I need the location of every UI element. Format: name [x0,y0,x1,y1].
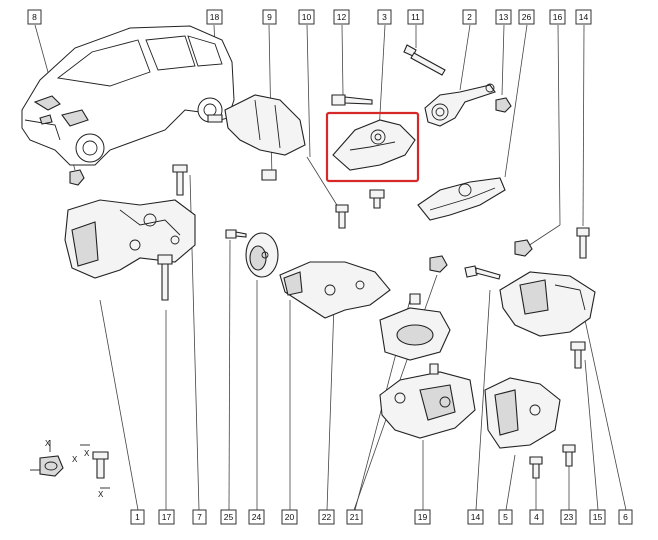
callout-18-label: 18 [210,12,220,22]
part-20-bracket [279,261,391,319]
part-4-bolt [529,456,543,479]
part-3-highlighted-bracket [332,119,416,209]
highlight-frame [325,111,420,183]
part-13-nut [495,97,512,113]
callout-11: 11 [407,9,424,25]
callout-14-top-label: 14 [579,12,589,22]
part-2-torque-rod [424,83,496,127]
callout-22-label: 22 [322,512,332,522]
callout-11-label: 11 [411,12,420,22]
callout-10-label: 10 [302,12,312,22]
detail-letter-4: X [98,490,104,499]
callout-20-label: 20 [285,512,295,522]
callout-13-label: 13 [499,12,509,22]
callout-14-top: 14 [575,9,592,25]
callout-15-label: 15 [593,512,603,522]
callout-24: 24 [248,509,265,525]
callout-21-label: 21 [350,512,360,522]
callout-3-label: 3 [382,12,387,22]
callout-2: 2 [462,9,477,25]
part-14-bolt-top [576,227,590,259]
callout-16-label: 16 [553,12,563,22]
callout-4: 4 [529,509,544,525]
callout-20: 20 [281,509,298,525]
callout-21: 21 [346,509,363,525]
part-16-nut [514,239,533,257]
callout-23-label: 23 [564,512,574,522]
part-8-nut [69,169,85,186]
part-12-bolt [331,94,373,106]
part-18-9-bracket [207,94,306,181]
detail-letter-2: X [72,455,78,464]
car-illustration [21,25,235,166]
part-11-bolt [403,44,446,76]
callout-8-label: 8 [32,12,37,22]
part-22-nut [429,255,448,273]
callout-1-label: 1 [135,512,140,522]
bottom-callouts: 1 17 7 25 24 20 22 21 19 14 5 4 23 15 6 [130,509,633,525]
callout-26: 26 [518,9,535,25]
part-25-bolt [225,229,247,239]
callout-3: 3 [377,9,392,25]
part-14-bolt-bottom [464,265,501,280]
callout-19: 19 [414,509,431,525]
callout-9-label: 9 [267,12,272,22]
callout-18: 18 [206,9,223,25]
callout-6: 6 [618,509,633,525]
callout-17: 17 [158,509,175,525]
callout-24-label: 24 [252,512,262,522]
callout-19-label: 19 [418,512,428,522]
callout-6-label: 6 [623,512,628,522]
callout-15: 15 [589,509,606,525]
callout-13: 13 [495,9,512,25]
callout-22: 22 [318,509,335,525]
callout-14-bottom-label: 14 [471,512,481,522]
part-23-bolt [562,444,576,467]
callout-7: 7 [192,509,207,525]
detail-letter-3: X [84,449,90,458]
part-5-lower-mount [484,377,561,449]
callout-5-label: 5 [503,512,508,522]
callout-26-label: 26 [522,12,532,22]
callout-10: 10 [298,9,315,25]
callout-1: 1 [130,509,145,525]
part-24-damper [245,232,279,278]
callout-12: 12 [333,9,350,25]
callout-14-bottom: 14 [467,509,484,525]
callout-25-label: 25 [224,512,234,522]
callout-17-label: 17 [162,512,172,522]
callout-16: 16 [549,9,566,25]
callout-23: 23 [560,509,577,525]
callout-7-label: 7 [197,512,202,522]
callout-5: 5 [498,509,513,525]
callout-12-label: 12 [337,12,347,22]
part-15-bolt [570,341,586,369]
detail-inset: X X X X [30,439,110,499]
part-1-engine-mount [64,199,196,279]
part-6-right-mount [499,271,596,337]
part-7-bolt [172,164,188,196]
callout-2-label: 2 [467,12,472,22]
part-21-rubber-mount [379,293,451,361]
top-callouts: 8 18 9 10 12 3 11 2 13 26 16 14 [27,9,592,25]
part-19-lower-mount [379,363,476,439]
callout-25: 25 [220,509,237,525]
callout-8: 8 [27,9,42,25]
part-26-support-bracket [417,177,506,221]
part-10-bolt [335,204,349,229]
part-17-bolt [157,254,173,301]
detail-letter-1: X [45,439,51,448]
callout-4-label: 4 [534,512,539,522]
callout-9: 9 [262,9,277,25]
